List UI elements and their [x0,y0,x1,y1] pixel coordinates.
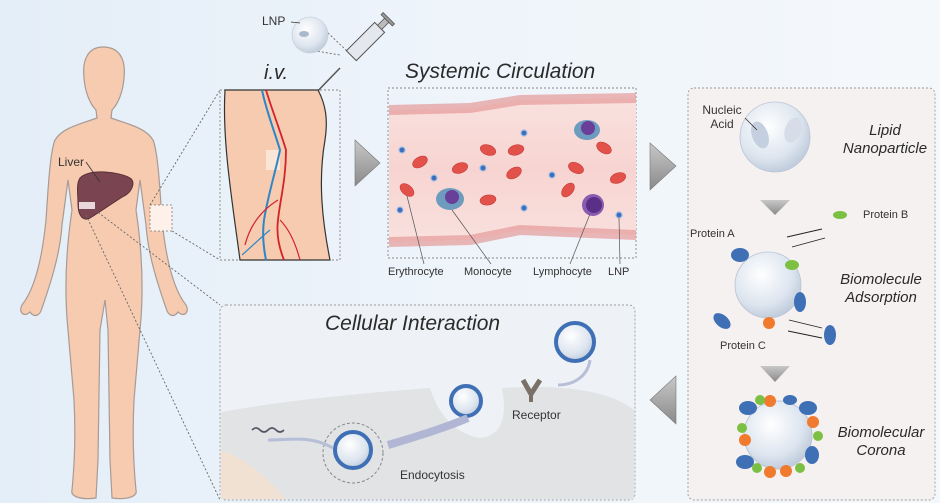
iv-label: i.v. [264,62,289,84]
protein-b-bound-icon [785,260,799,270]
receptor-label: Receptor [512,408,561,422]
flow-arrow-right-2 [649,142,677,191]
cell-membrane [221,386,634,499]
flow-arrow-down-1 [760,200,790,215]
flow-arrow-down-2 [760,366,790,382]
corona-endosome-icon [333,430,373,470]
released-nucleic-acid-icon [251,427,285,433]
circulation-pointers [406,195,621,265]
lnp-circulation-label: LNP [608,266,630,278]
biomolecular-corona-icon [736,395,823,478]
cell-nucleus [221,450,285,499]
protein-a-icon [731,248,749,262]
release-arrow [267,437,334,450]
lnp-particle-icon [291,16,329,54]
flow-arrow-left [649,375,677,425]
endosome [322,422,384,484]
arm-injection-site [149,204,173,232]
nucleic-acid-icon [299,31,309,37]
equilibrium-arrows [786,228,826,339]
lnp-label: LNP [262,14,286,28]
lipid-nanoparticle-title-line2: Nanoparticle [842,140,928,157]
lymphocyte-label: Lymphocyte [533,266,592,278]
nucleic-acid-label-line2: Acid [710,117,734,131]
endocytosis-arrow [386,414,470,449]
circulation-title: Systemic Circulation [405,60,596,83]
protein-a-label: Protein A [690,228,735,240]
monocyte-label: Monocyte [464,266,512,278]
biomolecular-corona-title-line2: Corona [856,442,906,459]
arm-illustration [223,89,331,261]
monocyte-cell-2 [574,120,600,140]
flow-arrow-right-1 [354,139,381,187]
protein-c-icon [763,317,775,329]
protein-b-label: Protein B [863,209,909,221]
erythrocytes [399,141,627,206]
corona-approaching-icon [554,321,596,363]
corona-entering-icon [449,384,483,418]
lnp-dots [396,129,623,219]
nucleic-acid-label-line1: Nucleic [702,103,742,117]
monocyte-cell [436,188,464,210]
erythrocyte-label: Erythrocyte [388,266,444,278]
corona-panel [687,87,936,501]
liver-label: Liver [58,155,85,169]
human-body [20,46,188,500]
biomolecule-adsorption-title-line1: Biomolecule [840,271,922,288]
protein-c-label: Protein C [720,340,766,352]
liver-pointer [85,161,101,183]
lipid-nanoparticle-title-line1: Lipid [869,122,901,139]
biomolecular-corona-title-line1: Biomolecular [837,424,925,441]
protein-free-icon [824,325,836,345]
lnp-large-icon [739,101,811,173]
approach-arrow [557,359,592,387]
liver-sample-marker [79,202,95,209]
liver-organ [77,171,134,220]
protein-b-icon [833,211,847,219]
endocytosis-label: Endocytosis [400,468,465,482]
lymphocyte-cell [582,194,604,216]
cellular-interaction-title: Cellular Interaction [325,312,501,335]
biomolecule-adsorption-title-line2: Adsorption [845,289,917,306]
